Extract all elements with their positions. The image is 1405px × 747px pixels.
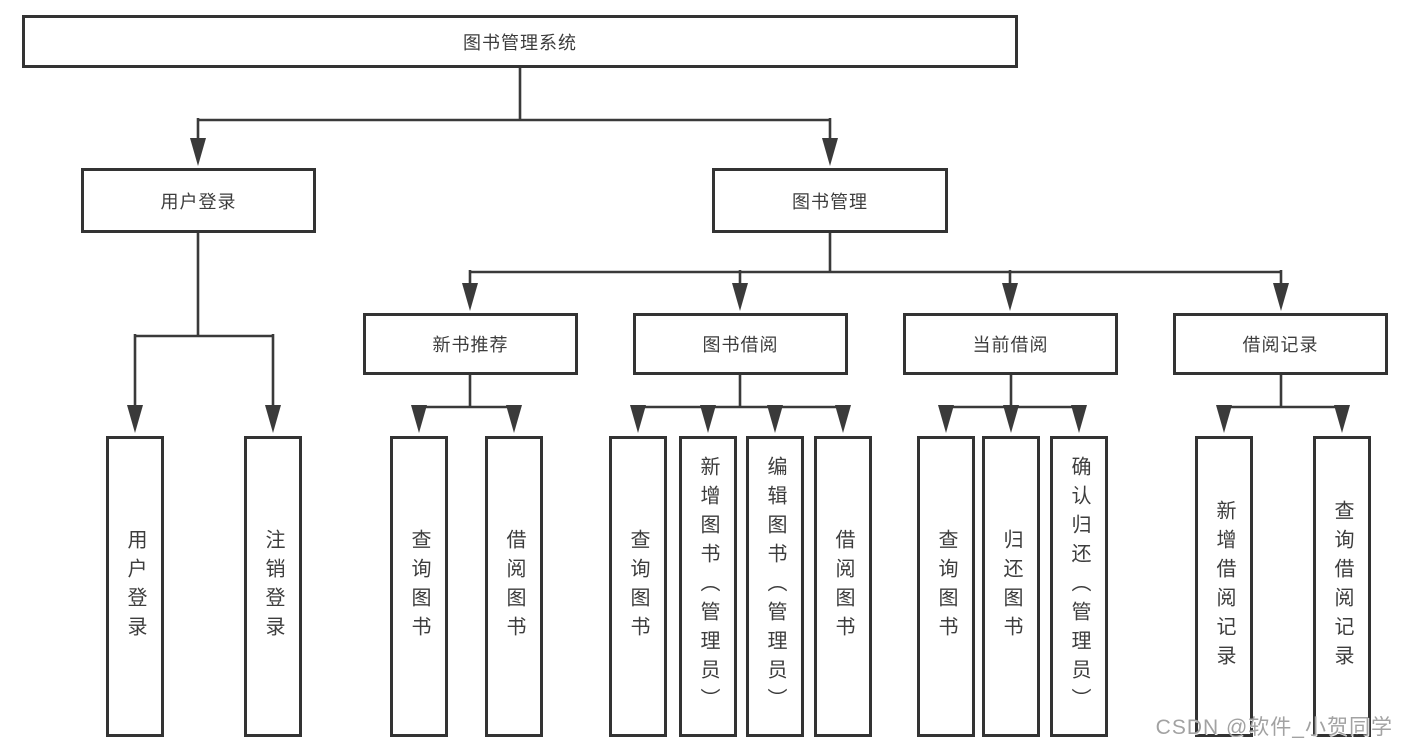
node-label: 新增借阅记录 bbox=[1213, 499, 1235, 674]
node-library-management-system: 图书管理系统 bbox=[22, 15, 1018, 68]
node-book-borrowing: 图书借阅 bbox=[633, 313, 848, 375]
node-label: 归还图书 bbox=[1000, 528, 1022, 645]
node-label: 注销登录 bbox=[262, 528, 284, 645]
leaf-edit-books-admin: 编辑图书（管理员） bbox=[746, 436, 804, 737]
leaf-query-books-current: 查询图书 bbox=[917, 436, 975, 737]
node-label: 用户登录 bbox=[160, 191, 237, 212]
node-label: 新增图书（管理员） bbox=[697, 456, 719, 717]
node-borrowing-records: 借阅记录 bbox=[1173, 313, 1388, 375]
watermark: CSDN @软件_小贺同学 bbox=[1155, 716, 1393, 739]
leaf-borrow-books-recommend: 借阅图书 bbox=[485, 436, 543, 737]
node-label: 借阅图书 bbox=[832, 528, 854, 645]
node-label: 查询借阅记录 bbox=[1331, 499, 1353, 674]
leaf-return-books: 归还图书 bbox=[982, 436, 1040, 737]
node-book-management: 图书管理 bbox=[712, 168, 948, 233]
leaf-add-books-admin: 新增图书（管理员） bbox=[679, 436, 737, 737]
leaf-query-books-borrowing: 查询图书 bbox=[609, 436, 667, 737]
node-label: 查询图书 bbox=[627, 528, 649, 645]
node-new-book-recommendation: 新书推荐 bbox=[363, 313, 578, 375]
arrowheads bbox=[127, 138, 1350, 433]
node-label: 图书借阅 bbox=[702, 335, 779, 355]
node-current-borrowing: 当前借阅 bbox=[903, 313, 1118, 375]
leaf-query-borrow-record: 查询借阅记录 bbox=[1313, 436, 1371, 737]
leaf-query-books-recommend: 查询图书 bbox=[390, 436, 448, 737]
node-label: 确认归还（管理员） bbox=[1068, 456, 1090, 717]
leaf-confirm-return-admin: 确认归还（管理员） bbox=[1050, 436, 1108, 737]
node-label: 图书管理 bbox=[792, 191, 868, 212]
leaf-logout: 注销登录 bbox=[244, 436, 302, 737]
node-label: 图书管理系统 bbox=[463, 32, 577, 53]
node-label: 编辑图书（管理员） bbox=[764, 456, 786, 717]
node-label: 借阅记录 bbox=[1242, 335, 1319, 355]
node-label: 当前借阅 bbox=[972, 335, 1049, 355]
node-label: 查询图书 bbox=[935, 528, 957, 645]
node-label: 借阅图书 bbox=[503, 528, 525, 645]
leaf-borrow-books-borrowing: 借阅图书 bbox=[814, 436, 872, 737]
node-label: 新书推荐 bbox=[432, 335, 509, 355]
leaf-user-login: 用户登录 bbox=[106, 436, 164, 737]
leaf-add-borrow-record: 新增借阅记录 bbox=[1195, 436, 1253, 737]
node-user-login-branch: 用户登录 bbox=[81, 168, 316, 233]
node-label: 查询图书 bbox=[408, 528, 430, 645]
node-label: 用户登录 bbox=[124, 528, 146, 645]
